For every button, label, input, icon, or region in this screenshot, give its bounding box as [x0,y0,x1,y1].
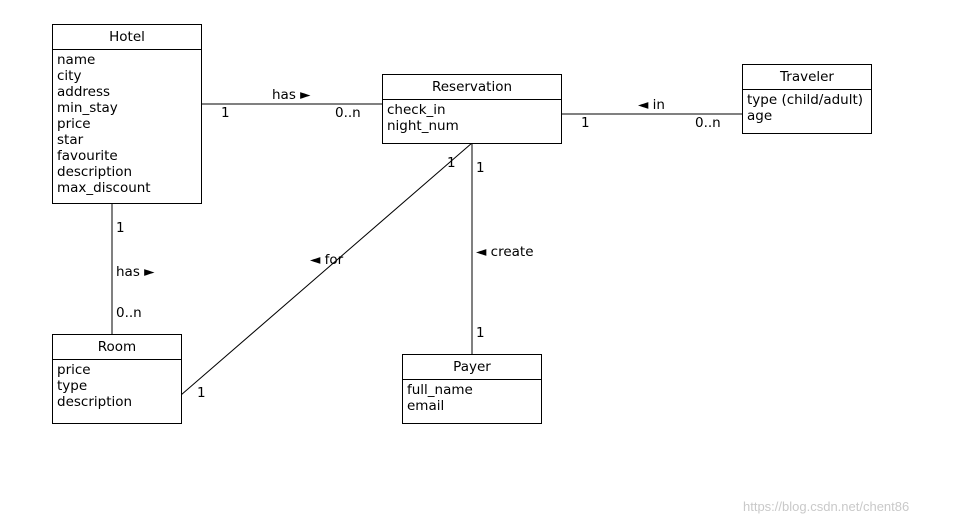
multiplicity-room: 0..n [116,305,142,321]
attribute: city [57,68,82,84]
attribute: description [57,164,133,180]
attribute: type [57,378,88,394]
attribute: night_num [387,118,459,134]
class-traveler-name: Traveler [743,65,871,90]
room-reservation-line [180,142,473,396]
attribute: max_discount [57,180,151,196]
class-hotel-name: Hotel [53,25,201,50]
attribute: min_stay [57,100,118,116]
attribute: email [407,398,445,414]
multiplicity-payer: 1 [476,325,485,341]
multiplicity-reservation: 1 [476,160,485,176]
class-hotel: Hotel name city address min_stay price s… [52,24,202,204]
association-label-reservation-traveler: ◄ in [638,97,665,113]
multiplicity-hotel: 1 [221,105,230,121]
class-payer-attributes: full_name email [403,380,541,414]
class-room-attributes: price type description [53,360,181,410]
association-label-hotel-room: has ► [116,264,155,280]
association-label-room-reservation: ◄ for [310,252,344,268]
attribute: price [57,362,91,378]
class-traveler: Traveler type (child/adult) age [742,64,872,134]
class-payer-name: Payer [403,355,541,380]
class-hotel-attributes: name city address min_stay price star fa… [53,50,201,196]
attribute: favourite [57,148,118,164]
attribute: description [57,394,133,410]
attribute: check_in [387,102,446,118]
multiplicity-reservation: 0..n [335,105,361,121]
class-room: Room price type description [52,334,182,424]
attribute: type (child/adult) [747,92,864,108]
class-reservation-attributes: check_in night_num [383,100,561,134]
attribute: price [57,116,91,132]
attribute: star [57,132,84,148]
multiplicity-room: 1 [197,385,206,401]
class-room-name: Room [53,335,181,360]
attribute: full_name [407,382,473,398]
association-label-hotel-reservation: has ► [272,87,311,103]
class-traveler-attributes: type (child/adult) age [743,90,871,124]
class-reservation-name: Reservation [383,75,561,100]
watermark: https://blog.csdn.net/chent86 [743,499,910,514]
attribute: name [57,52,96,68]
multiplicity-reservation: 1 [447,155,456,171]
multiplicity-traveler: 0..n [695,115,721,131]
class-payer: Payer full_name email [402,354,542,424]
class-reservation: Reservation check_in night_num [382,74,562,144]
multiplicity-hotel: 1 [116,220,125,236]
multiplicity-reservation: 1 [581,115,590,131]
attribute: address [57,84,111,100]
attribute: age [747,108,773,124]
association-label-reservation-payer: ◄ create [476,244,534,260]
